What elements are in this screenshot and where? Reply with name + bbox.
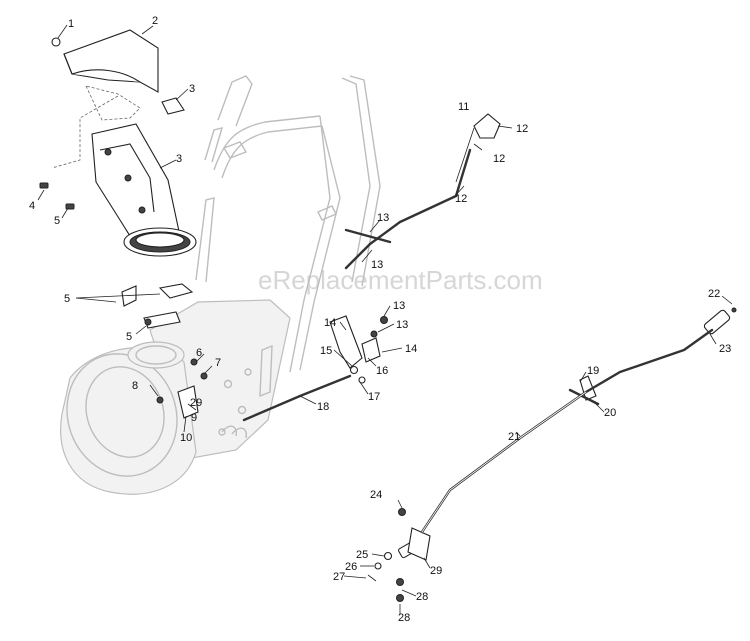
callout-17: 18 <box>317 401 329 413</box>
control-rods <box>242 148 714 534</box>
deflector <box>63 29 159 93</box>
callout-3: 10 <box>180 432 192 444</box>
callout-15: 19 <box>587 365 599 377</box>
callout-24: 13 <box>377 212 389 224</box>
callout-27: 28 <box>416 591 428 603</box>
callout-12: 8 <box>132 380 138 392</box>
callout-14: 26 <box>345 561 357 573</box>
callout-16: 16 <box>376 365 388 377</box>
callout-14: 12 <box>493 153 505 165</box>
callout-6: 3 <box>189 83 195 95</box>
callout-5: 28 <box>398 612 410 624</box>
callout-23: 12 <box>455 193 467 205</box>
callout-5: 1 <box>68 18 74 30</box>
callout-29: 9 <box>191 412 197 424</box>
callout-29: 29 <box>430 565 442 577</box>
hardware <box>39 37 737 602</box>
callout-12: 12 <box>516 123 528 135</box>
callout-4: 4 <box>29 200 35 212</box>
callout-2: 3 <box>176 153 182 165</box>
callout-20: 17 <box>368 391 380 403</box>
callout-28: 29 <box>190 397 202 409</box>
leader-lines <box>37 24 733 614</box>
callout-11: 23 <box>719 343 731 355</box>
callout-13: 20 <box>604 407 616 419</box>
callout-3: 5 <box>54 215 60 227</box>
callout-28: 25 <box>356 549 368 561</box>
watermark: eReplacementParts.com <box>258 265 543 295</box>
callout-22: 11 <box>458 101 469 113</box>
callout-8: 5 <box>126 331 132 343</box>
deflector-pivot <box>161 97 185 115</box>
callout-28: 7 <box>215 357 221 369</box>
callout-5: 6 <box>196 347 202 359</box>
callout-19: 14 <box>405 343 417 355</box>
callout-13: 15 <box>320 345 332 357</box>
callout-26: 24 <box>370 489 382 501</box>
callout-labels: 1 2 3 3 4 5 5 5 6 7 8 9 10 11 12 12 12 1… <box>29 15 731 624</box>
callout-10: 27 <box>333 571 345 583</box>
callout-25: 14 <box>324 317 336 329</box>
frame-outline <box>60 75 381 495</box>
callout-7: 2 <box>152 15 158 27</box>
callout-21: 13 <box>393 300 405 312</box>
callout-18: 13 <box>396 319 408 331</box>
callout-1: 5 <box>64 293 70 305</box>
callout-13: 13 <box>371 259 383 271</box>
chute-assembly <box>51 29 197 257</box>
callout-9: 21 <box>508 431 520 443</box>
callout-12: 22 <box>708 288 720 300</box>
